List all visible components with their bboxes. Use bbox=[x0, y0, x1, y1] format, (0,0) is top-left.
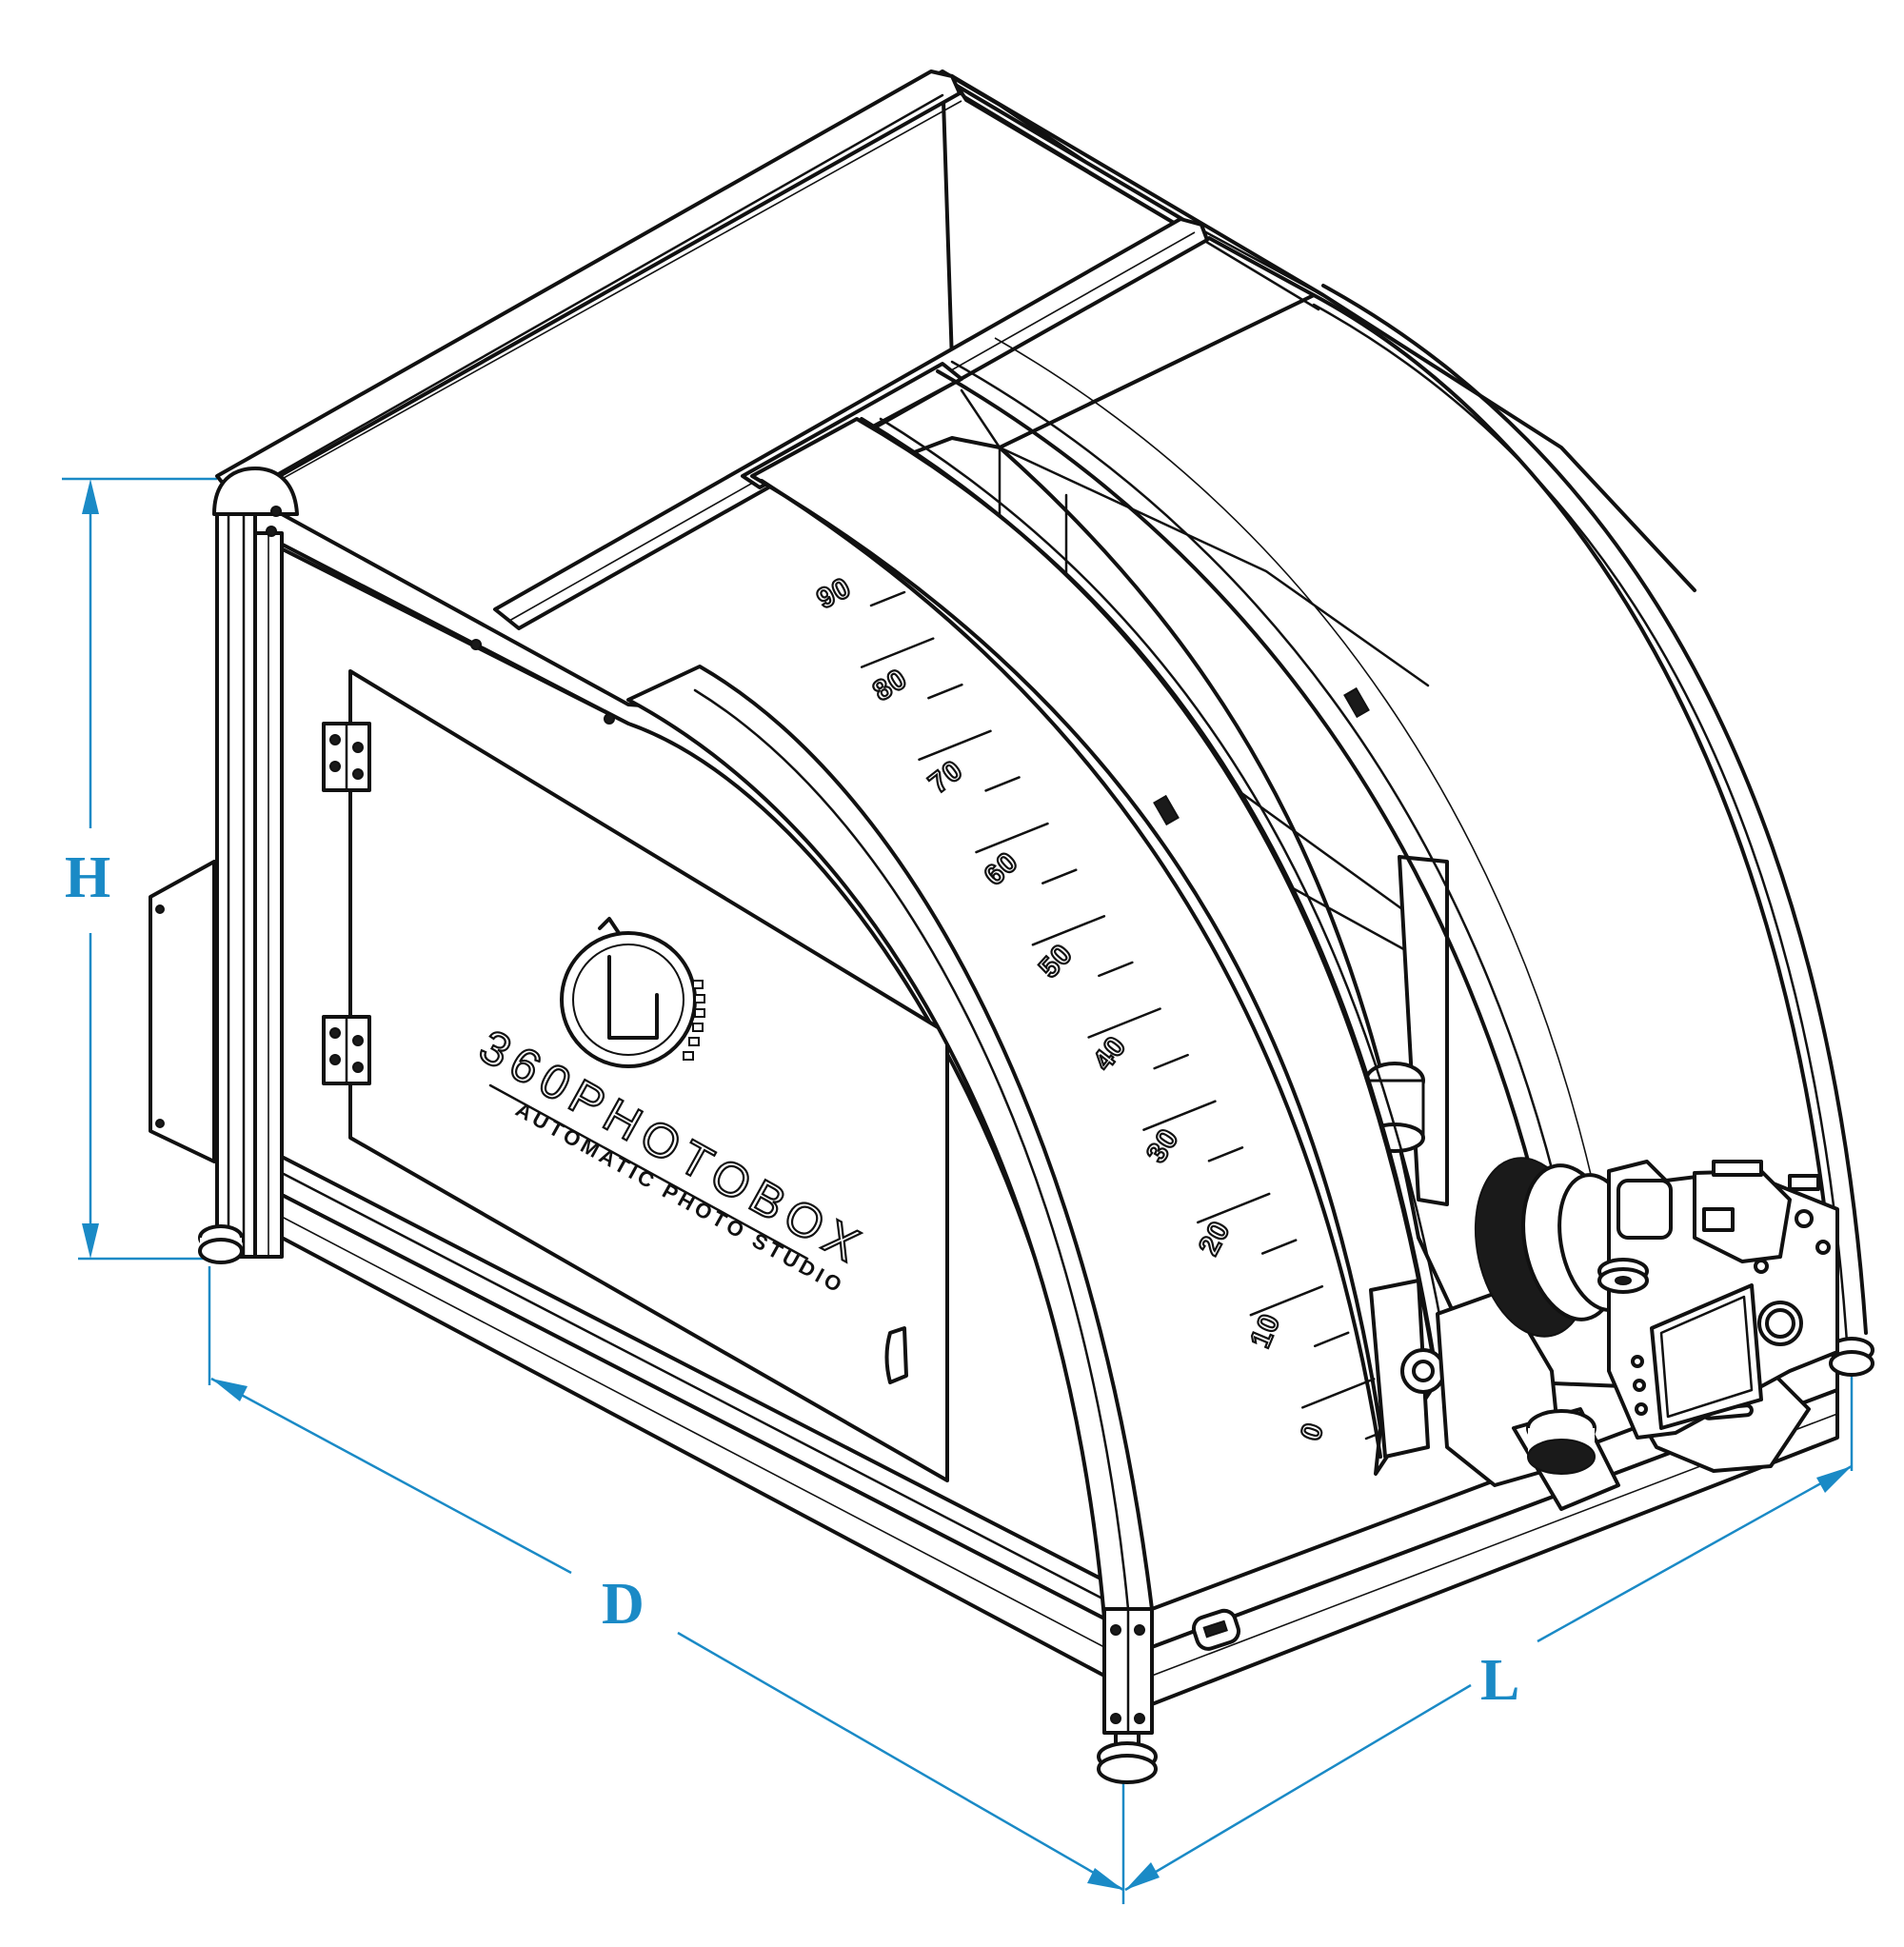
scale-minor-tick bbox=[1031, 915, 1106, 946]
adjust-knob-icon[interactable] bbox=[1400, 1348, 1446, 1394]
scale-minor-tick bbox=[1301, 1378, 1376, 1409]
scale-minor-tick bbox=[1249, 1284, 1324, 1317]
length-label: L bbox=[1480, 1648, 1519, 1713]
feet bbox=[198, 1224, 1874, 1784]
arch-knob-icon[interactable] bbox=[1343, 686, 1370, 719]
scale-major-tick bbox=[927, 683, 963, 700]
logo-emblem-icon bbox=[560, 917, 705, 1068]
door-handle-icon[interactable] bbox=[884, 1326, 908, 1384]
scale-label: 60 bbox=[979, 846, 1024, 892]
mount-knob-icon[interactable] bbox=[1526, 1409, 1597, 1475]
scale-major-tick bbox=[1041, 868, 1078, 884]
scale-minor-tick bbox=[860, 637, 935, 668]
scale-minor-tick bbox=[975, 822, 1049, 854]
scale-label: 40 bbox=[1087, 1030, 1133, 1076]
scale-label: 30 bbox=[1140, 1123, 1185, 1169]
scale-major-tick bbox=[1313, 1331, 1350, 1348]
arch-knob-icon[interactable] bbox=[1153, 794, 1180, 826]
scale-major-tick bbox=[869, 590, 906, 607]
scale-minor-tick bbox=[1196, 1192, 1271, 1224]
foot bbox=[198, 1224, 244, 1264]
scale-major-tick bbox=[1153, 1053, 1189, 1070]
side-door bbox=[348, 669, 949, 1482]
hinge-icon bbox=[322, 722, 371, 792]
scale-major-tick bbox=[1207, 1146, 1244, 1162]
scale-major-tick bbox=[1098, 961, 1134, 978]
scale-minor-tick bbox=[918, 729, 992, 762]
camera-icon bbox=[1474, 1157, 1839, 1440]
height-label: H bbox=[65, 845, 110, 910]
scale-label: 90 bbox=[812, 571, 857, 615]
usb-port-icon[interactable] bbox=[1191, 1608, 1241, 1652]
hinge-icon bbox=[322, 1015, 371, 1085]
foot bbox=[1829, 1337, 1874, 1377]
dimension-lines: H D L bbox=[62, 477, 1854, 1904]
scale-label: 50 bbox=[1033, 938, 1079, 983]
scale-major-tick bbox=[984, 776, 1021, 792]
left-side: 360PHOTOBOX AUTOMATIC PHOTO STUDIO bbox=[149, 467, 1106, 1678]
scale-label: 0 bbox=[1295, 1419, 1330, 1444]
depth-label: D bbox=[602, 1572, 645, 1637]
scale-label: 80 bbox=[867, 663, 913, 707]
scale-minor-tick bbox=[1087, 1007, 1161, 1039]
scale-major-tick bbox=[1260, 1239, 1298, 1255]
scale-minor-tick bbox=[1142, 1100, 1217, 1131]
scale-label: 70 bbox=[923, 754, 969, 800]
foot bbox=[1097, 1731, 1158, 1784]
